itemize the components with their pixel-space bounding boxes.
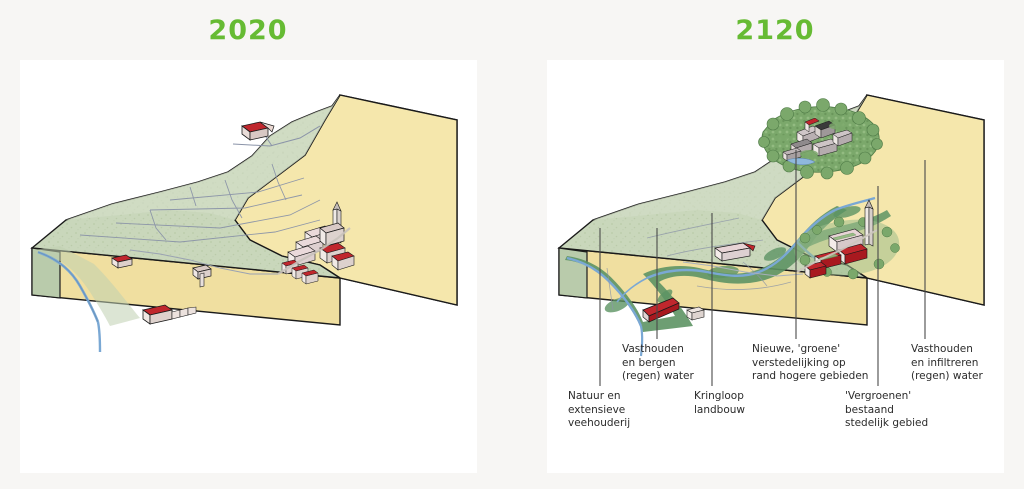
- greened-existing-village: [794, 199, 900, 280]
- annotation-vasthouden-en-infiltreren-regen-water: Vasthouden en infiltreren (regen) water: [911, 343, 983, 382]
- annotation-kringloop-landbouw: Kringloop landbouw: [694, 390, 746, 416]
- panel-2020: [20, 60, 477, 473]
- landscape-block-diagram-2020: [30, 94, 458, 353]
- annotation-vasthouden-en-bergen-regen-water: Vasthouden en bergen (regen) water: [622, 343, 694, 382]
- farm-building: [241, 121, 275, 141]
- annotation-natuur-en-extensieve-veehouderij: Natuur en extensieve veehouderij: [568, 390, 631, 429]
- farm-building: [111, 254, 133, 269]
- village-2020: [277, 201, 355, 285]
- farm-building: [192, 264, 212, 288]
- farm-building: [686, 306, 705, 321]
- landscape-block-diagram-2120: [557, 94, 985, 357]
- panel-2120: [547, 60, 1004, 473]
- panel-title-2020: 2020: [208, 15, 288, 46]
- new-green-urbanisation: [758, 98, 883, 180]
- annotation-nieuwe-groene-verstedelijking: Nieuwe, 'groene' verstedelijking op rand…: [752, 343, 869, 382]
- farm-building: [714, 242, 756, 262]
- annotation-vergroenen-bestaand-stedelijk-gebied: 'Vergroenen' bestaand stedelijk gebied: [845, 390, 929, 429]
- farm-building: [142, 304, 197, 325]
- panel-title-2120: 2120: [735, 15, 815, 46]
